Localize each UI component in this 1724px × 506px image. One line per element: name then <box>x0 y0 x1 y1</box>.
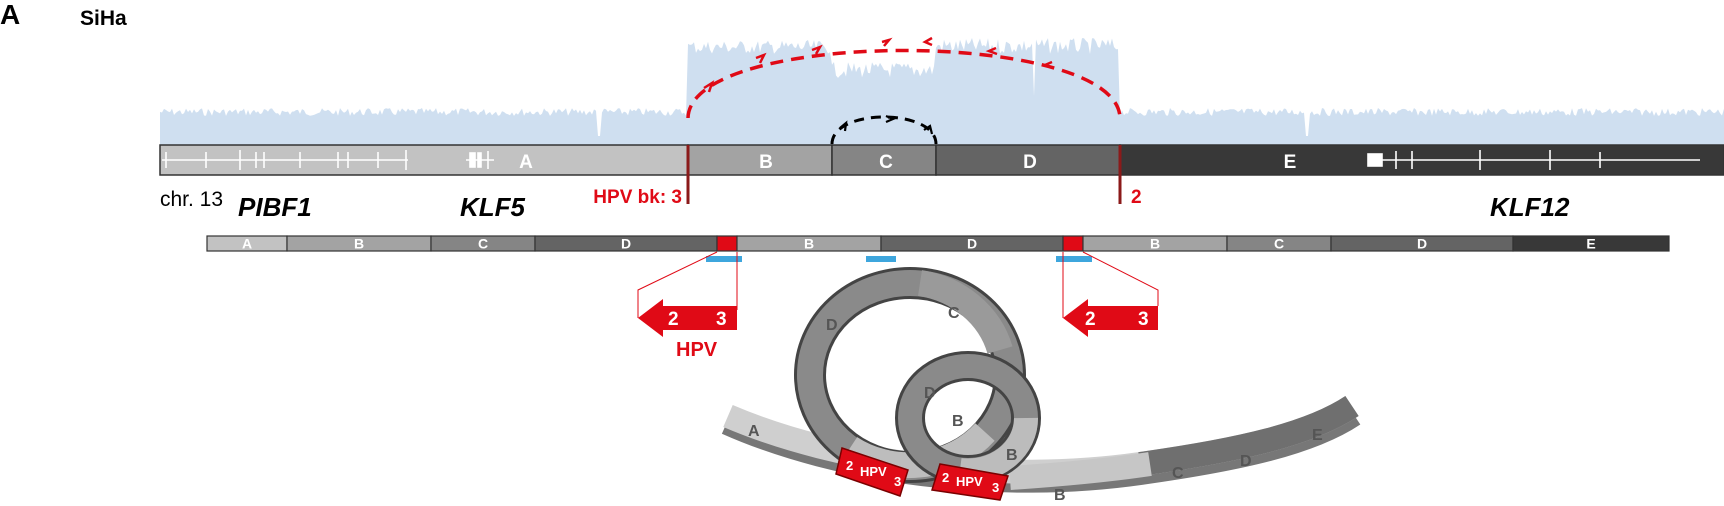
model-label-A: A <box>748 423 760 440</box>
probe-markers <box>706 256 1092 262</box>
rearranged-segment-E <box>1512 235 1670 252</box>
model-label-C: C <box>1172 465 1184 482</box>
hpv-arrow-left <box>638 299 737 337</box>
gene-label-klf12: KLF12 <box>1490 192 1570 222</box>
coverage-area <box>160 38 1724 145</box>
hpv-callout-left: 2 3 HPV <box>637 251 738 361</box>
model-hpv1-n1: 2 <box>846 458 853 473</box>
big-loop-c-arc <box>917 270 1013 355</box>
model-label-E: E <box>1312 427 1323 444</box>
amplification-arcs <box>686 36 1122 145</box>
hpv-arrow-right-n2: 3 <box>1138 309 1149 330</box>
small-loop-label-B2: B <box>1006 447 1018 464</box>
small-loop-label-B1: B <box>952 413 964 430</box>
rearranged-label-B2: B <box>804 236 814 252</box>
rearranged-label-B1: B <box>354 236 364 252</box>
probe-marker <box>706 256 742 262</box>
segment-D-label: D <box>1023 152 1037 173</box>
rearranged-label-B3: B <box>1150 236 1160 252</box>
segment-D <box>935 144 1121 176</box>
model-label-B: B <box>1054 487 1066 504</box>
hpv-breakpoint-left-label: HPV bk: 3 <box>593 187 682 208</box>
gene-label-klf5: KLF5 <box>460 192 526 222</box>
segment-C-label: C <box>879 152 893 173</box>
gene-structures <box>162 150 1700 170</box>
rearranged-label-D1: D <box>621 236 631 252</box>
segment-B-label: B <box>759 152 773 173</box>
rearranged-label-D2: D <box>967 236 977 252</box>
coverage-track <box>160 38 1724 145</box>
small-loop-label-D: D <box>924 385 936 402</box>
segment-A-label: A <box>519 152 533 173</box>
model-hpv-piece-2 <box>931 463 1009 501</box>
rearranged-label-A: A <box>242 236 252 252</box>
model-hpv1-n2: HPV <box>860 464 887 479</box>
rearranged-label-C2: C <box>1274 236 1284 252</box>
big-loop-label-C: C <box>948 305 960 322</box>
rearranged-hpv-insert-2 <box>1062 235 1084 252</box>
black-arc-markers <box>839 114 934 135</box>
model-hpv-piece-1 <box>835 447 909 497</box>
probe-marker <box>1056 256 1092 262</box>
hpv-arrow-right <box>1063 299 1158 337</box>
hpv-label: HPV <box>676 339 718 361</box>
rearranged-hpv-insert-1 <box>716 235 738 252</box>
segment-E-label: E <box>1284 152 1297 173</box>
model-hpv2-n1: 2 <box>942 470 949 485</box>
model-hpv2-n2: HPV <box>956 474 983 489</box>
structural-model: A B C D E D C D B B 2 HPV 3 2 HPV 3 <box>721 267 1361 504</box>
arc-direction-markers <box>703 36 1054 93</box>
hpv-callout-right: 2 3 <box>1062 251 1159 337</box>
model-strand-mid <box>1009 452 1152 490</box>
big-loop-label-D: D <box>826 317 838 334</box>
hpv-arrow-left-n1: 2 <box>668 309 679 330</box>
probe-marker <box>866 256 896 262</box>
model-hpv1-n3: 3 <box>894 474 901 489</box>
model-hpv2-n3: 3 <box>992 480 999 495</box>
rearranged-label-C1: C <box>478 236 488 252</box>
cell-line-label: SiHa <box>80 7 127 30</box>
reference-chromosome-bar: A B C D E <box>159 144 1724 204</box>
hpv-breakpoint-right-label: 2 <box>1131 187 1142 208</box>
gene-label-pibf1: PIBF1 <box>238 192 312 222</box>
model-label-D: D <box>1240 453 1252 470</box>
hpv-arrow-right-n1: 2 <box>1085 309 1096 330</box>
panel-letter: A <box>0 0 20 30</box>
rearranged-label-E: E <box>1586 236 1595 252</box>
chromosome-label: chr. 13 <box>160 188 223 211</box>
rearranged-label-D3: D <box>1417 236 1427 252</box>
rearranged-structure-bar: A B C D B D B C D E <box>206 235 1670 252</box>
hpv-arrow-left-n2: 3 <box>716 309 727 330</box>
model-strand-right <box>1138 395 1359 476</box>
